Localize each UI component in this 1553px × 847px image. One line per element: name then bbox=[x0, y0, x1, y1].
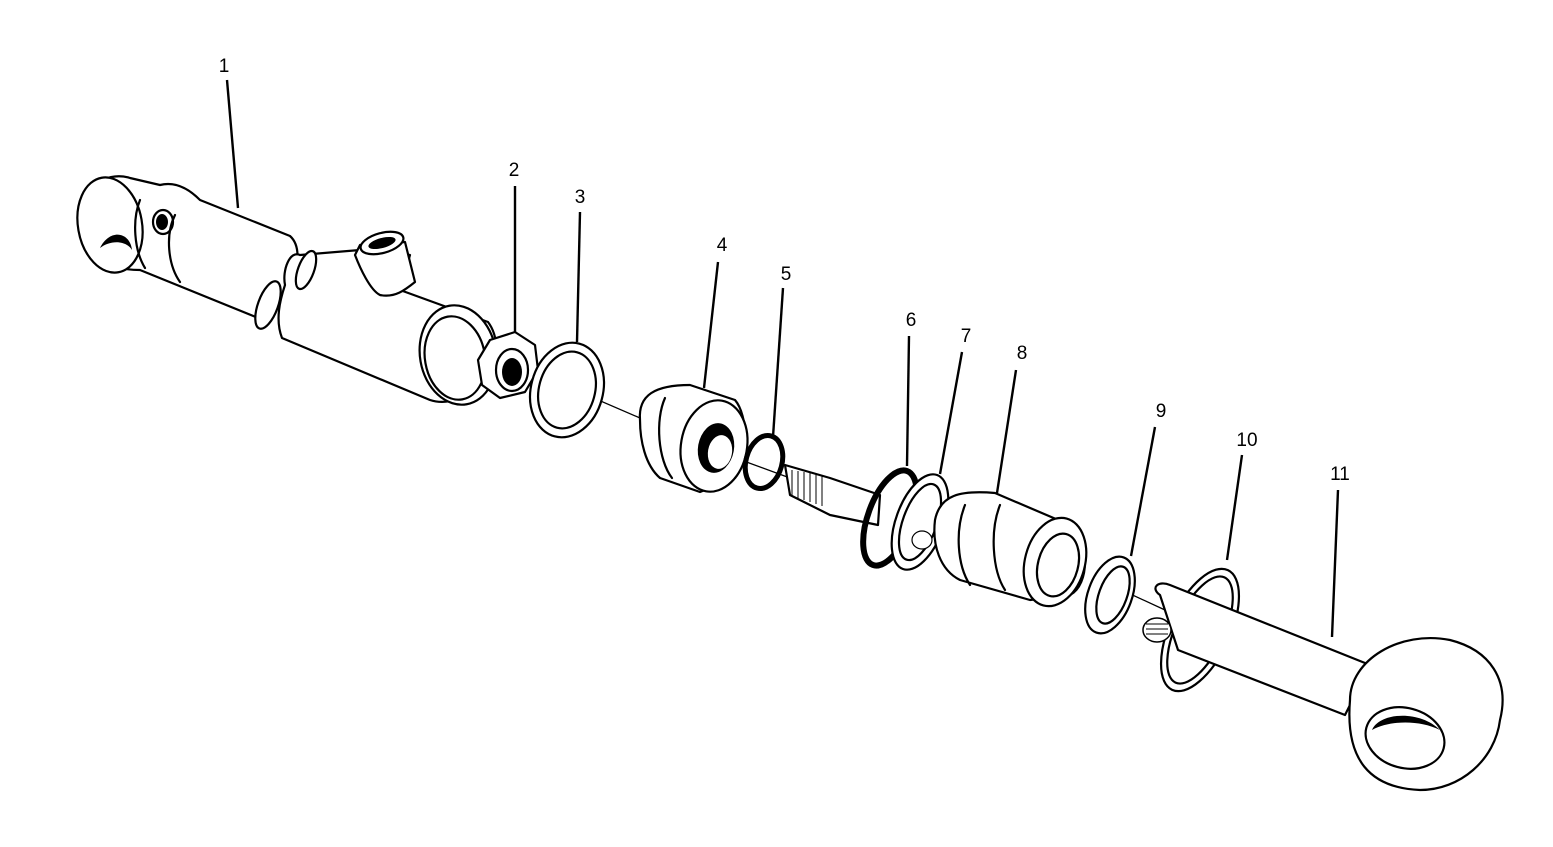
callout-labels: 1 2 3 4 5 6 7 8 9 10 11 bbox=[219, 56, 1350, 485]
part-9-wiper-seal bbox=[1084, 555, 1136, 635]
callout-2: 2 bbox=[509, 160, 520, 181]
callout-1: 1 bbox=[219, 56, 230, 77]
callout-8: 8 bbox=[1017, 343, 1028, 364]
callout-5: 5 bbox=[781, 264, 792, 285]
callout-9: 9 bbox=[1156, 401, 1167, 422]
part-5-o-ring bbox=[742, 433, 786, 491]
callout-leaders bbox=[225, 79, 1340, 638]
callout-3: 3 bbox=[575, 187, 586, 208]
callout-7: 7 bbox=[961, 326, 972, 347]
part-8-piston bbox=[933, 491, 1088, 608]
piston-rod-thread bbox=[783, 463, 882, 527]
callout-11: 11 bbox=[1330, 464, 1350, 485]
part-4-gland bbox=[638, 383, 749, 494]
part-1-cylinder-barrel bbox=[76, 175, 498, 406]
part-11-piston-rod bbox=[1142, 582, 1504, 792]
part-3-washer bbox=[528, 341, 606, 439]
callout-4: 4 bbox=[717, 235, 728, 256]
part-2-hex-nut bbox=[476, 330, 540, 400]
callout-6: 6 bbox=[906, 310, 917, 331]
callout-10: 10 bbox=[1236, 430, 1257, 451]
